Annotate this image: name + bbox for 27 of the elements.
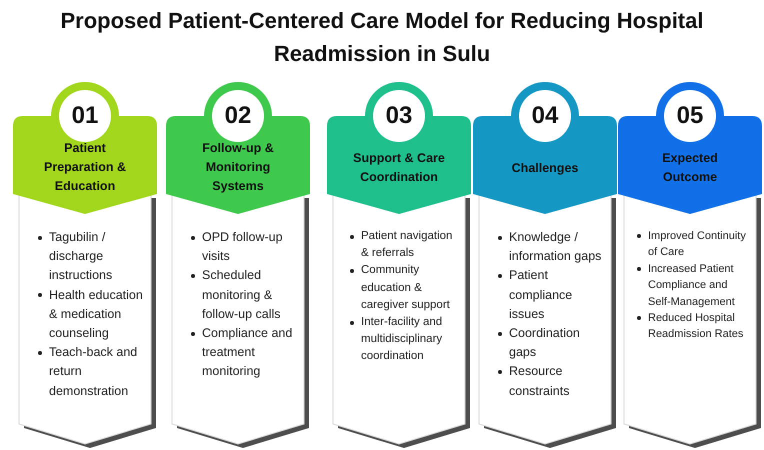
step-heading: Challenges [512,160,578,177]
bullet-item: Inter-facility and multidisciplinary coordination [347,314,457,366]
bullet-item: Tagubilin / discharge instructions [35,228,145,286]
step-heading: Support & Care Coordination [352,150,446,186]
step-heading: Follow-up & Monitoring Systems [201,140,275,195]
step-heading: Patient Preparation & Education [43,140,127,194]
bullet-item: Health education & medication counseling [35,286,145,344]
step-number: 01 [72,101,98,131]
step-number: 03 [386,101,412,131]
bullet-item: Teach-back and return demonstration [35,343,145,401]
bullet-item: Improved Continuity of Care [634,228,746,261]
bullet-item: OPD follow-up visits [188,228,298,266]
bullet-item: Compliance and treatment monitoring [188,324,298,382]
step-number: 05 [676,101,704,131]
title: Proposed Patient-Centered Care Model for Reducing Hospital Readmission in Sulu [60,7,704,68]
bullet-item: Scheduled monitoring & follow-up calls [188,266,298,324]
step-heading: Expected Outcome [661,150,719,186]
bullet-item: Community education & caregiver support [347,262,457,314]
bullet-item: Knowledge / information gaps [495,228,603,266]
step-number: 02 [224,101,252,131]
bullet-item: Patient navigation & referrals [347,228,457,262]
bullet-item: Increased Patient Compliance and Self-Management [634,260,746,310]
bullet-item: Resource constraints [495,362,603,401]
bullet-item: Coordination gaps [495,324,603,362]
bullet-item: Reduced Hospital Readmission Rates [634,310,746,343]
bullet-item: Patient compliance issues [495,266,603,324]
step-number: 04 [532,101,558,131]
